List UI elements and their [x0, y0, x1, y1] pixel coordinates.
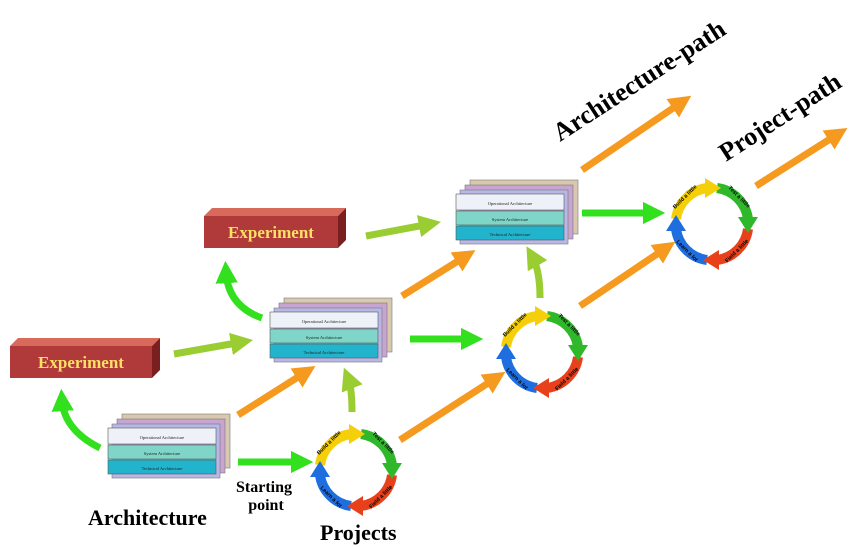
layer-operational: Operational Architecture — [140, 435, 185, 440]
project-path-label: Project-path — [713, 66, 846, 167]
arrow-arch2-to-exp2 — [215, 260, 264, 322]
project-cycle-2: Build a little Test a little Field a lit… — [496, 306, 588, 398]
arrow-cycle2-to-cycle3 — [578, 241, 676, 309]
layer-operational: Operational Architecture — [488, 201, 533, 206]
experiment-box-1: Experiment — [10, 338, 160, 378]
arrow-arch3-out — [580, 95, 692, 173]
experiment-box-2: Experiment — [204, 208, 346, 248]
green-arrows — [51, 201, 666, 474]
architecture-stack-3: Operational Architecture System Architec… — [455, 179, 579, 245]
layer-operational: Operational Architecture — [302, 319, 347, 324]
architecture-stack-1: Operational Architecture System Architec… — [107, 413, 231, 479]
lightgreen-arrows — [173, 215, 548, 413]
arrow-arch1-to-exp1 — [51, 388, 102, 452]
arrow-cycle3-out — [754, 128, 848, 189]
layer-technical: Technical Architecture — [142, 466, 183, 471]
orange-arrows — [236, 95, 848, 443]
projects-label: Projects — [320, 520, 397, 545]
starting-point-label: Starting point — [236, 479, 296, 514]
arrow-arch2-to-arch3 — [400, 250, 476, 299]
layer-technical: Technical Architecture — [490, 232, 531, 237]
project-cycle-1: Build a little Test a little Field a lit… — [310, 424, 402, 516]
experiment-label: Experiment — [228, 223, 314, 242]
arrow-cycle1-to-cycle2 — [398, 371, 506, 443]
layer-system: System Architecture — [492, 217, 529, 222]
architecture-label: Architecture — [88, 505, 207, 530]
layer-system: System Architecture — [306, 335, 343, 340]
architecture-stack-2: Operational Architecture System Architec… — [269, 297, 393, 363]
experiment-label: Experiment — [38, 353, 124, 372]
arrow-arch1-to-arch2 — [236, 366, 316, 418]
arrow-exp2-to-arch3 — [365, 215, 442, 240]
arrow-cycle1-up — [341, 367, 363, 413]
layer-technical: Technical Architecture — [304, 350, 345, 355]
layer-system: System Architecture — [144, 451, 181, 456]
arrow-cycle2-up — [526, 246, 548, 299]
starting-point-label-text: Starting — [236, 479, 292, 496]
project-cycle-3: Build a little Test a little Field a lit… — [666, 178, 758, 270]
arrow-exp1-to-arch2 — [173, 332, 254, 358]
starting-point-label-text-line2: point — [248, 497, 284, 514]
